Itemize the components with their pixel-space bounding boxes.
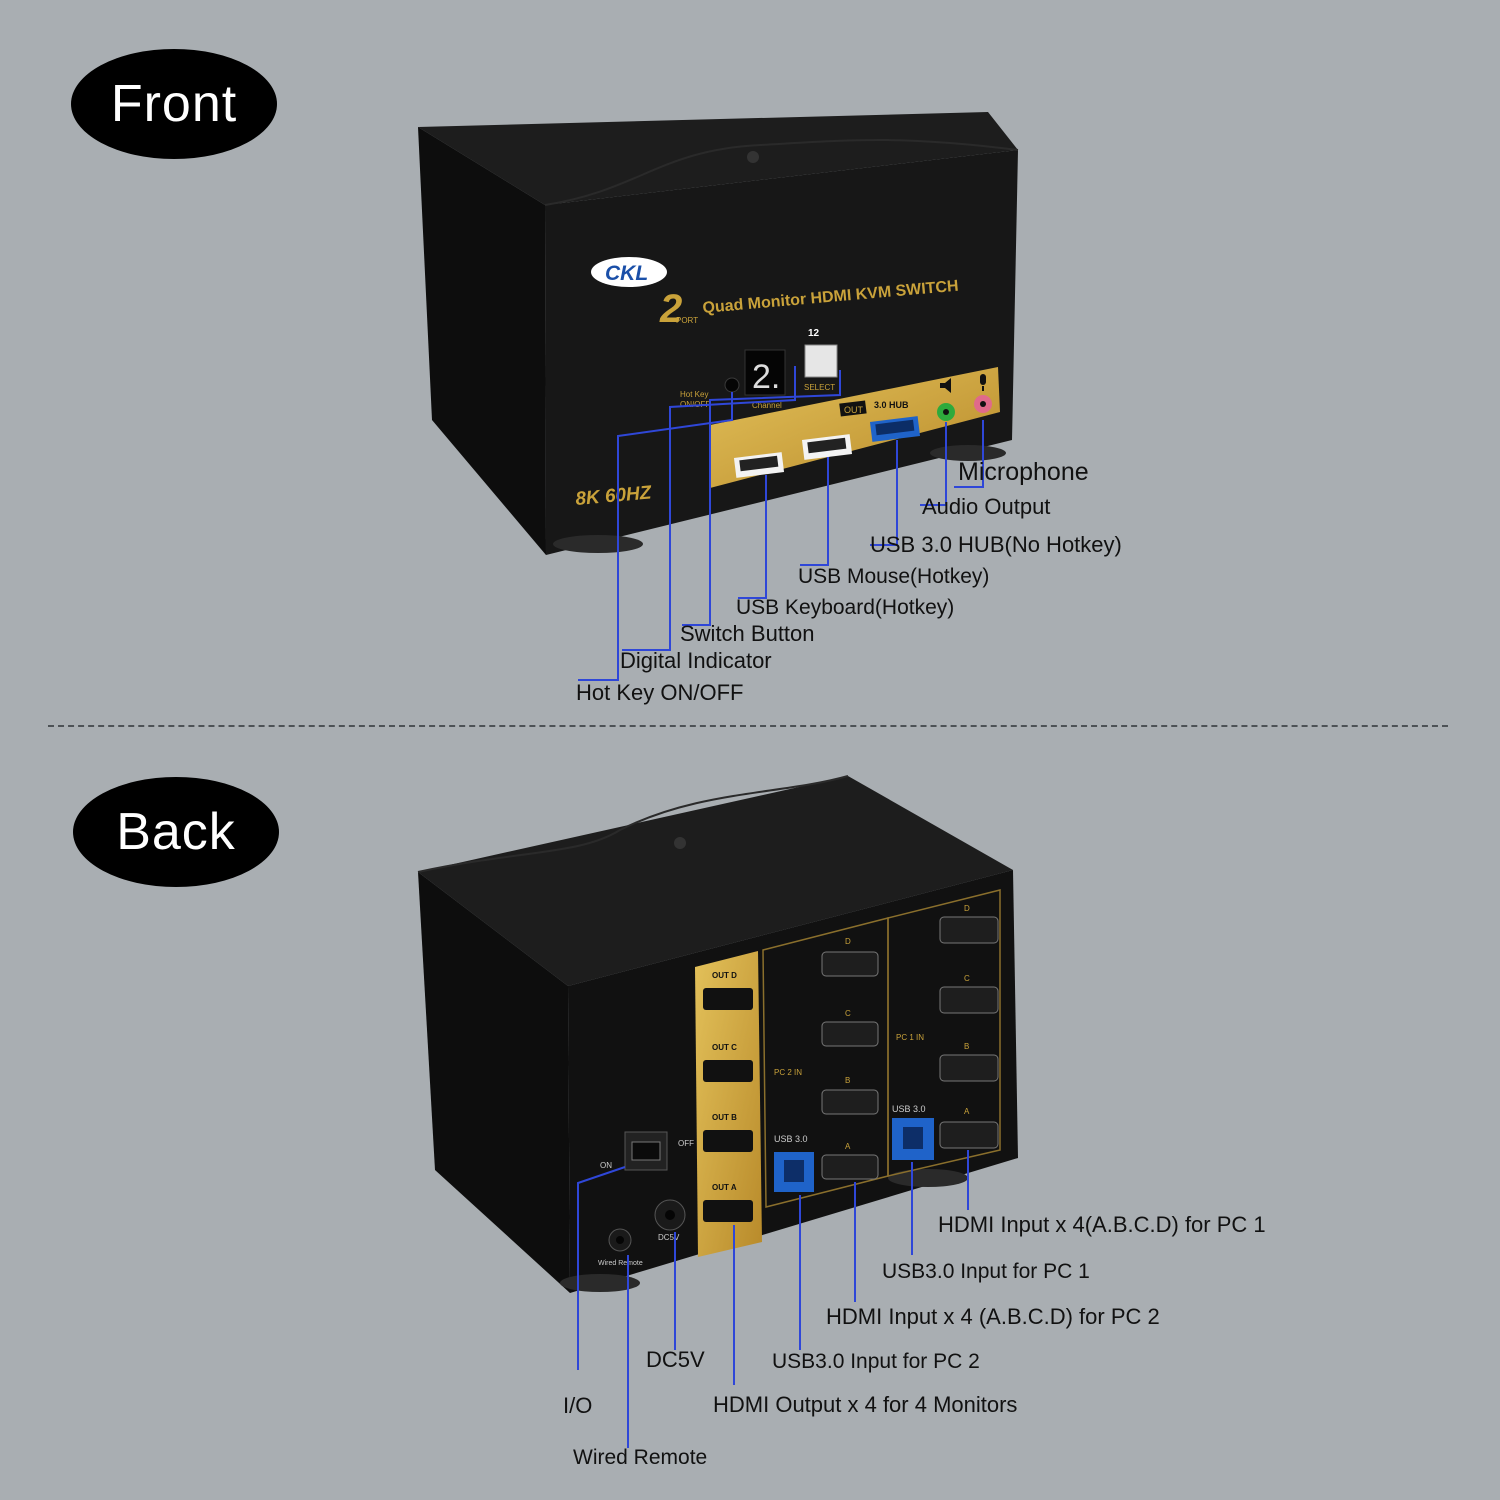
switch-on-text: ON <box>600 1161 612 1170</box>
back-leader-lines <box>577 1150 969 1448</box>
front-leader-lines <box>578 366 984 681</box>
usb-hub-callout: USB 3.0 HUB(No Hotkey) <box>870 532 1122 557</box>
back-device: OUT D OUT C OUT B OUT A D C B A PC 2 IN … <box>417 775 1018 1293</box>
microphone-callout: Microphone <box>958 458 1089 486</box>
pc1-in-text: PC 1 IN <box>896 1033 924 1042</box>
front-device: CKL 2 PORT Quad Monitor HDMI KVM SWITCH … <box>418 112 1019 555</box>
pc2-port-d-text: D <box>845 937 851 946</box>
dc5v-callout: DC5V <box>646 1347 705 1372</box>
pc1-port-d-text: D <box>964 904 970 913</box>
usb-mouse-callout: USB Mouse(Hotkey) <box>798 565 990 588</box>
pc1-usb-text: USB 3.0 <box>892 1104 926 1114</box>
microphone-icon <box>980 374 986 391</box>
out-label-text: OUT <box>844 405 864 415</box>
pc2-port-a-text: A <box>845 1142 851 1151</box>
wired-remote-callout: Wired Remote <box>573 1446 708 1469</box>
hdmi-pc2-callout: HDMI Input x 4 (A.B.C.D) for PC 2 <box>826 1304 1160 1329</box>
switch-button-callout: Switch Button <box>680 621 815 646</box>
select-numbers-text: 12 <box>808 328 820 339</box>
brand-logo-text: CKL <box>605 262 648 285</box>
pc1-port-a-text: A <box>964 1107 970 1116</box>
hotkey-line2-text: ON/OFF <box>680 400 710 409</box>
out-d-text: OUT D <box>712 971 737 980</box>
ports-count-text: 2 <box>659 287 682 331</box>
out-c-text: OUT C <box>712 1043 737 1052</box>
usb-pc2-callout: USB3.0 Input for PC 2 <box>772 1350 980 1373</box>
hotkey-line1-text: Hot Key <box>680 390 708 399</box>
front-section-label: Front <box>71 49 277 159</box>
out-b-text: OUT B <box>712 1113 737 1122</box>
pc2-in-text: PC 2 IN <box>774 1068 802 1077</box>
pc2-usb-text: USB 3.0 <box>774 1134 808 1144</box>
dc5v-port-text: DC5V <box>658 1233 680 1242</box>
pc1-port-b-text: B <box>964 1042 969 1051</box>
usb-keyboard-callout: USB Keyboard(Hotkey) <box>736 596 955 619</box>
port-word-text: PORT <box>676 316 698 325</box>
usb-pc1-callout: USB3.0 Input for PC 1 <box>882 1260 1090 1283</box>
pc2-port-c-text: C <box>845 1009 851 1018</box>
audio-output-callout: Audio Output <box>922 494 1051 519</box>
pc1-port-c-text: C <box>964 974 970 983</box>
hdmi-pc1-callout: HDMI Input x 4(A.B.C.D) for PC 1 <box>938 1212 1266 1237</box>
usb-hub-label-text: 3.0 HUB <box>874 400 909 410</box>
digital-indicator-callout: Digital Indicator <box>620 648 772 673</box>
hotkey-callout: Hot Key ON/OFF <box>576 680 744 705</box>
back-section-label: Back <box>73 777 279 887</box>
section-divider <box>48 725 1448 727</box>
switch-off-text: OFF <box>678 1139 694 1148</box>
digit-display: 2. <box>752 358 780 396</box>
out-a-text: OUT A <box>712 1183 737 1192</box>
select-text: SELECT <box>804 383 835 392</box>
channel-text: Channel <box>752 401 782 410</box>
wired-remote-port-text: Wired Remote <box>598 1260 643 1267</box>
io-callout: I/O <box>563 1393 593 1418</box>
speaker-icon <box>940 378 951 393</box>
pc2-port-b-text: B <box>845 1076 850 1085</box>
hdmi-output-callout: HDMI Output x 4 for 4 Monitors <box>713 1392 1018 1417</box>
